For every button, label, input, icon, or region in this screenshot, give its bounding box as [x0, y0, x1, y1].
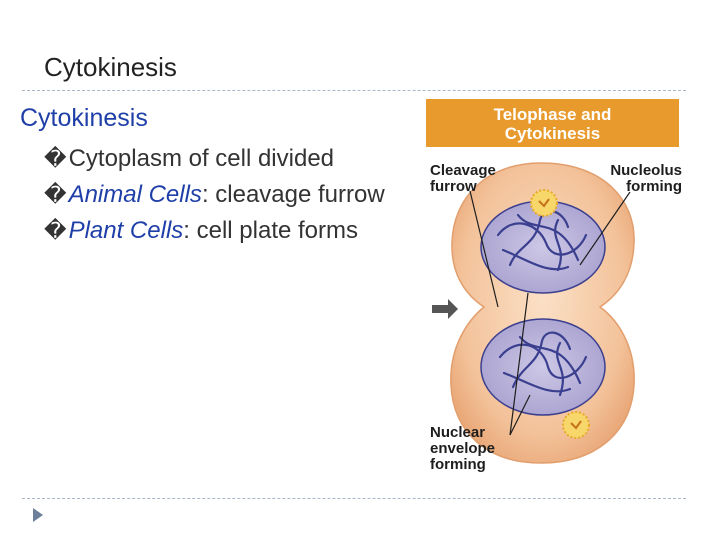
- bullet-item-cytoplasm: �Cytoplasm of cell divided: [44, 141, 424, 177]
- label-nucleolus-forming: Nucleolus forming: [598, 163, 682, 195]
- upper-chromatin: [496, 210, 588, 272]
- label-line: furrow: [430, 178, 477, 195]
- label-line: Cleavage: [430, 162, 496, 179]
- furrow-arrow-icon: [432, 299, 458, 319]
- label-line: forming: [430, 456, 486, 473]
- lower-nucleus: [480, 318, 606, 416]
- label-nuclear-envelope: Nuclear envelope forming: [430, 425, 495, 473]
- lower-chromatin: [498, 331, 588, 397]
- bullet-text: Cytoplasm of cell divided: [68, 145, 335, 172]
- label-line: envelope: [430, 440, 496, 457]
- bullet-item-plant-cells: �Plant Cells: cell plate forms: [44, 213, 424, 249]
- bottom-divider: [22, 498, 686, 499]
- banner-line-2: Cytokinesis: [504, 124, 601, 143]
- slide-title: Cytokinesis: [44, 52, 177, 82]
- top-divider: [22, 90, 686, 91]
- label-line: Nucleolus: [610, 162, 682, 179]
- next-slide-arrow-icon[interactable]: [32, 507, 44, 523]
- label-cleavage-furrow: Cleavage furrow: [430, 163, 496, 195]
- banner-line-1: Telophase and: [493, 105, 612, 124]
- bullet-text: : cleavage furrow: [201, 181, 385, 208]
- upper-centrosome: [530, 189, 558, 217]
- label-line: forming: [626, 178, 682, 195]
- bullet-text: : cell plate forms: [183, 217, 359, 244]
- bullet-emphasis: Animal Cells: [68, 181, 202, 208]
- cytokinesis-figure: Telophase and Cytokinesis Cleavage furro…: [418, 95, 684, 488]
- bullet-marker: �: [44, 218, 67, 243]
- dividing-cell-illustration: [432, 162, 635, 464]
- bullet-item-animal-cells: �Animal Cells: cleavage furrow: [44, 177, 424, 213]
- content-heading: Cytokinesis: [20, 104, 148, 132]
- lower-centrosome: [562, 411, 590, 439]
- bullet-list: �Cytoplasm of cell divided �Animal Cells…: [44, 141, 424, 249]
- bullet-emphasis: Plant Cells: [68, 217, 184, 244]
- label-pointers: [469, 190, 631, 436]
- label-line: Nuclear: [430, 424, 486, 441]
- bullet-marker: �: [44, 182, 67, 207]
- figure-banner: Telophase and Cytokinesis: [426, 99, 679, 147]
- bullet-marker: �: [44, 146, 67, 171]
